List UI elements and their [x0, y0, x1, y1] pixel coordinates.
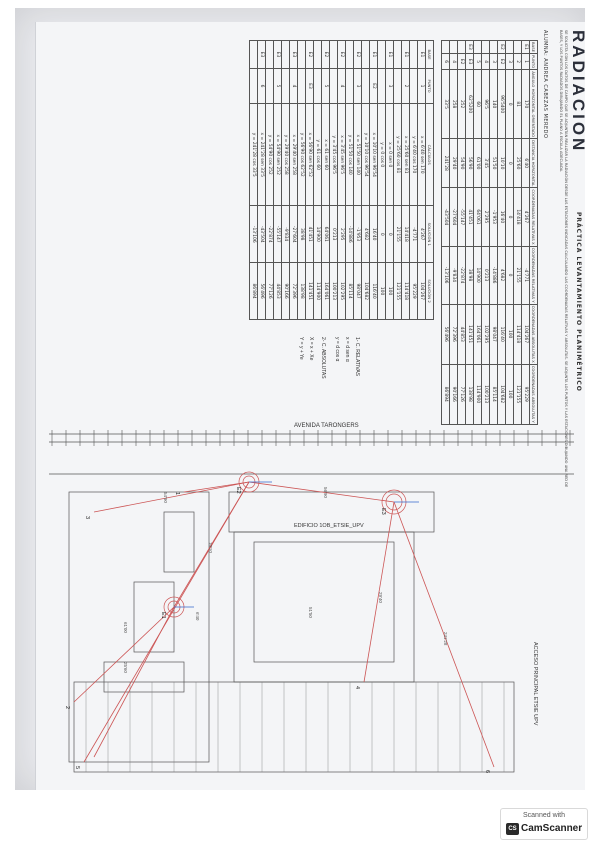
camscanner-logo-icon: CS — [506, 823, 519, 835]
dist-label-1: 10'10 — [208, 542, 213, 553]
formula-absolute-x: X = x + Xe — [308, 337, 314, 361]
scanned-with-text: Scanned with — [522, 812, 566, 819]
dist-label-2: 56'90 — [323, 487, 328, 498]
station-label-e1: E1 — [160, 612, 166, 619]
plan-drawing: 1- C. RELATIVAS x = d sen α y = d cos α … — [49, 337, 574, 773]
point-label-2: 2 — [64, 706, 70, 709]
camscanner-badge: Scanned with CS CamScanner — [500, 808, 588, 840]
formula-relative-x: x = d sen α — [344, 337, 350, 362]
building-label: EDIFICIO 1OB_ETSIE_UPV — [294, 523, 364, 529]
rotated-content: RADIACIÓN PRÁCTICA LEVANTAMIENTO PLANIMÉ… — [36, 22, 585, 790]
formula-relative-y: y = d cos α — [334, 337, 340, 362]
formula-absolute-y: Y = y + Ye — [298, 337, 304, 360]
access-label: ACCESO PRINCIPAL ETSIE UPV — [532, 642, 538, 726]
dist-label-9: 241'28 — [443, 632, 448, 646]
point-label-4: 4 — [354, 686, 360, 689]
dist-label-8: 25'60 — [123, 662, 128, 673]
formula-absolute-heading: 2- C. ABSOLUTAS — [320, 337, 326, 379]
dist-label-3: 51'50 — [308, 607, 313, 618]
point-label-1: 1 — [174, 492, 180, 495]
dist-label-4: 54'90 — [163, 492, 168, 503]
station-label-e3: E3 — [380, 508, 386, 515]
formula-relative-heading: 1- C. RELATIVAS — [354, 337, 360, 377]
point-label-5: 5 — [74, 766, 80, 769]
dist-label-7: 6'40 — [195, 612, 200, 621]
point-label-6: 6 — [484, 770, 490, 773]
station-label-e2: E2 — [235, 487, 241, 494]
street-label: AVENIDA TARONGERS — [294, 423, 359, 429]
camscanner-name: CamScanner — [521, 823, 583, 834]
paper-sheet: RADIACIÓN PRÁCTICA LEVANTAMIENTO PLANIMÉ… — [35, 22, 585, 790]
scanned-photo: RADIACIÓN PRÁCTICA LEVANTAMIENTO PLANIMÉ… — [15, 8, 585, 790]
dist-label-6: 29'40 — [378, 592, 383, 603]
dist-label-5: 61'00 — [123, 622, 128, 633]
point-label-3: 3 — [84, 516, 90, 519]
